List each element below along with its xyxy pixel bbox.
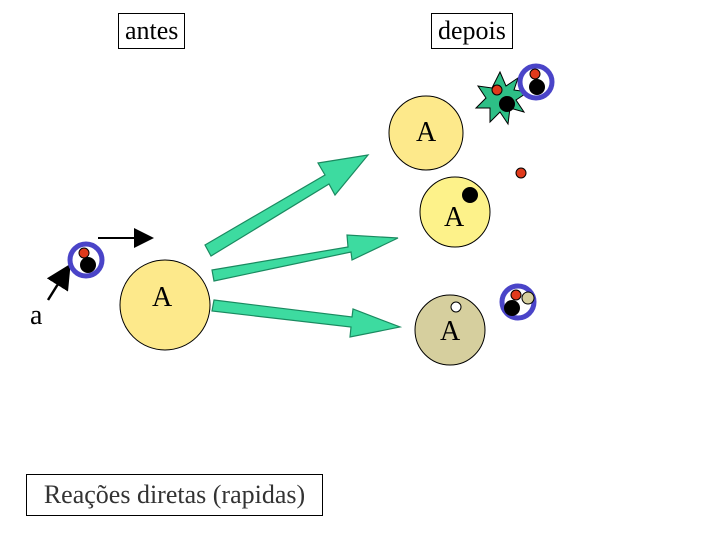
product-nucleus-elastic — [388, 95, 464, 171]
outgoing-proton — [510, 289, 522, 301]
burst-proton — [491, 84, 503, 96]
vacancy-hole — [450, 301, 462, 313]
scattered-particle-elastic — [517, 63, 555, 101]
outcome-arrow-lower — [211, 299, 403, 338]
outcome-arrow-middle — [211, 234, 399, 282]
outgoing-particle-knockout — [499, 283, 537, 321]
product-nucleus-knockout-label: A — [440, 316, 461, 347]
scattered-neutron — [529, 79, 545, 95]
target-nucleus — [119, 259, 211, 351]
outcome-arrow-upper — [204, 154, 370, 257]
product-nucleus-elastic-label: A — [416, 117, 437, 148]
product-nucleus-pickup-label: A — [444, 202, 465, 233]
target-nucleus-label: A — [152, 282, 173, 313]
projectile-pointer — [46, 263, 71, 301]
incoming-neutron — [80, 257, 96, 273]
before-label: antes — [118, 13, 186, 49]
captured-neutron — [462, 187, 478, 203]
product-nucleus-knockout — [414, 294, 486, 366]
incoming-proton — [78, 247, 90, 259]
after-label: depois — [431, 13, 513, 49]
outgoing-neutron — [504, 300, 520, 316]
caption: Reações diretas (rapidas) — [26, 474, 323, 516]
burst-neutron — [499, 96, 515, 112]
incoming-particle — [67, 241, 105, 279]
emitted-proton — [515, 167, 527, 179]
projectile-label: a — [30, 300, 43, 331]
scattered-proton — [529, 68, 541, 80]
knocked-out-nucleon — [521, 291, 535, 305]
